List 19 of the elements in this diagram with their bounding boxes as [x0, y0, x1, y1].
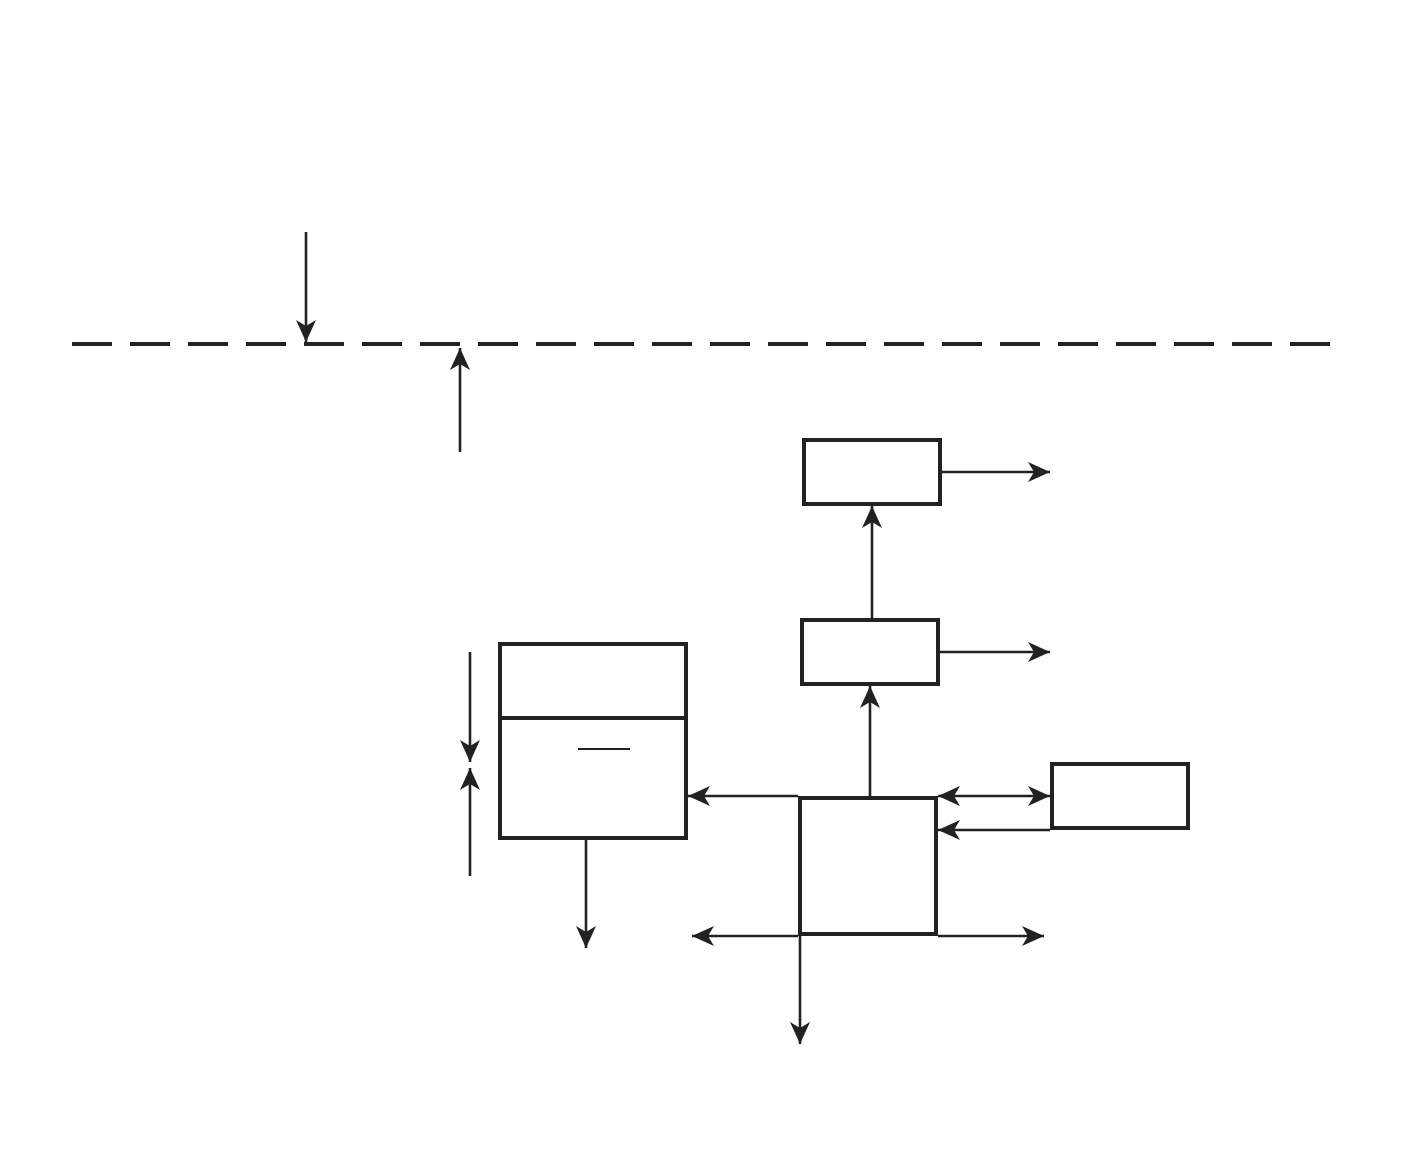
arrow	[938, 820, 1050, 840]
arrow	[860, 686, 880, 796]
arrow	[938, 926, 1044, 946]
tank	[498, 642, 688, 840]
arrow	[942, 462, 1050, 482]
arrow	[692, 926, 798, 946]
arrow	[576, 840, 596, 948]
dashed-line	[72, 342, 1332, 346]
arrow	[450, 348, 470, 452]
arrow	[296, 232, 316, 342]
process-box	[802, 438, 942, 506]
arrow	[688, 786, 798, 806]
arrow	[940, 642, 1050, 662]
process-box	[1050, 762, 1190, 830]
arrow	[790, 936, 810, 1044]
process-box	[798, 796, 938, 936]
arrow	[938, 786, 1050, 806]
process-box	[800, 618, 940, 686]
arrow	[862, 506, 882, 618]
